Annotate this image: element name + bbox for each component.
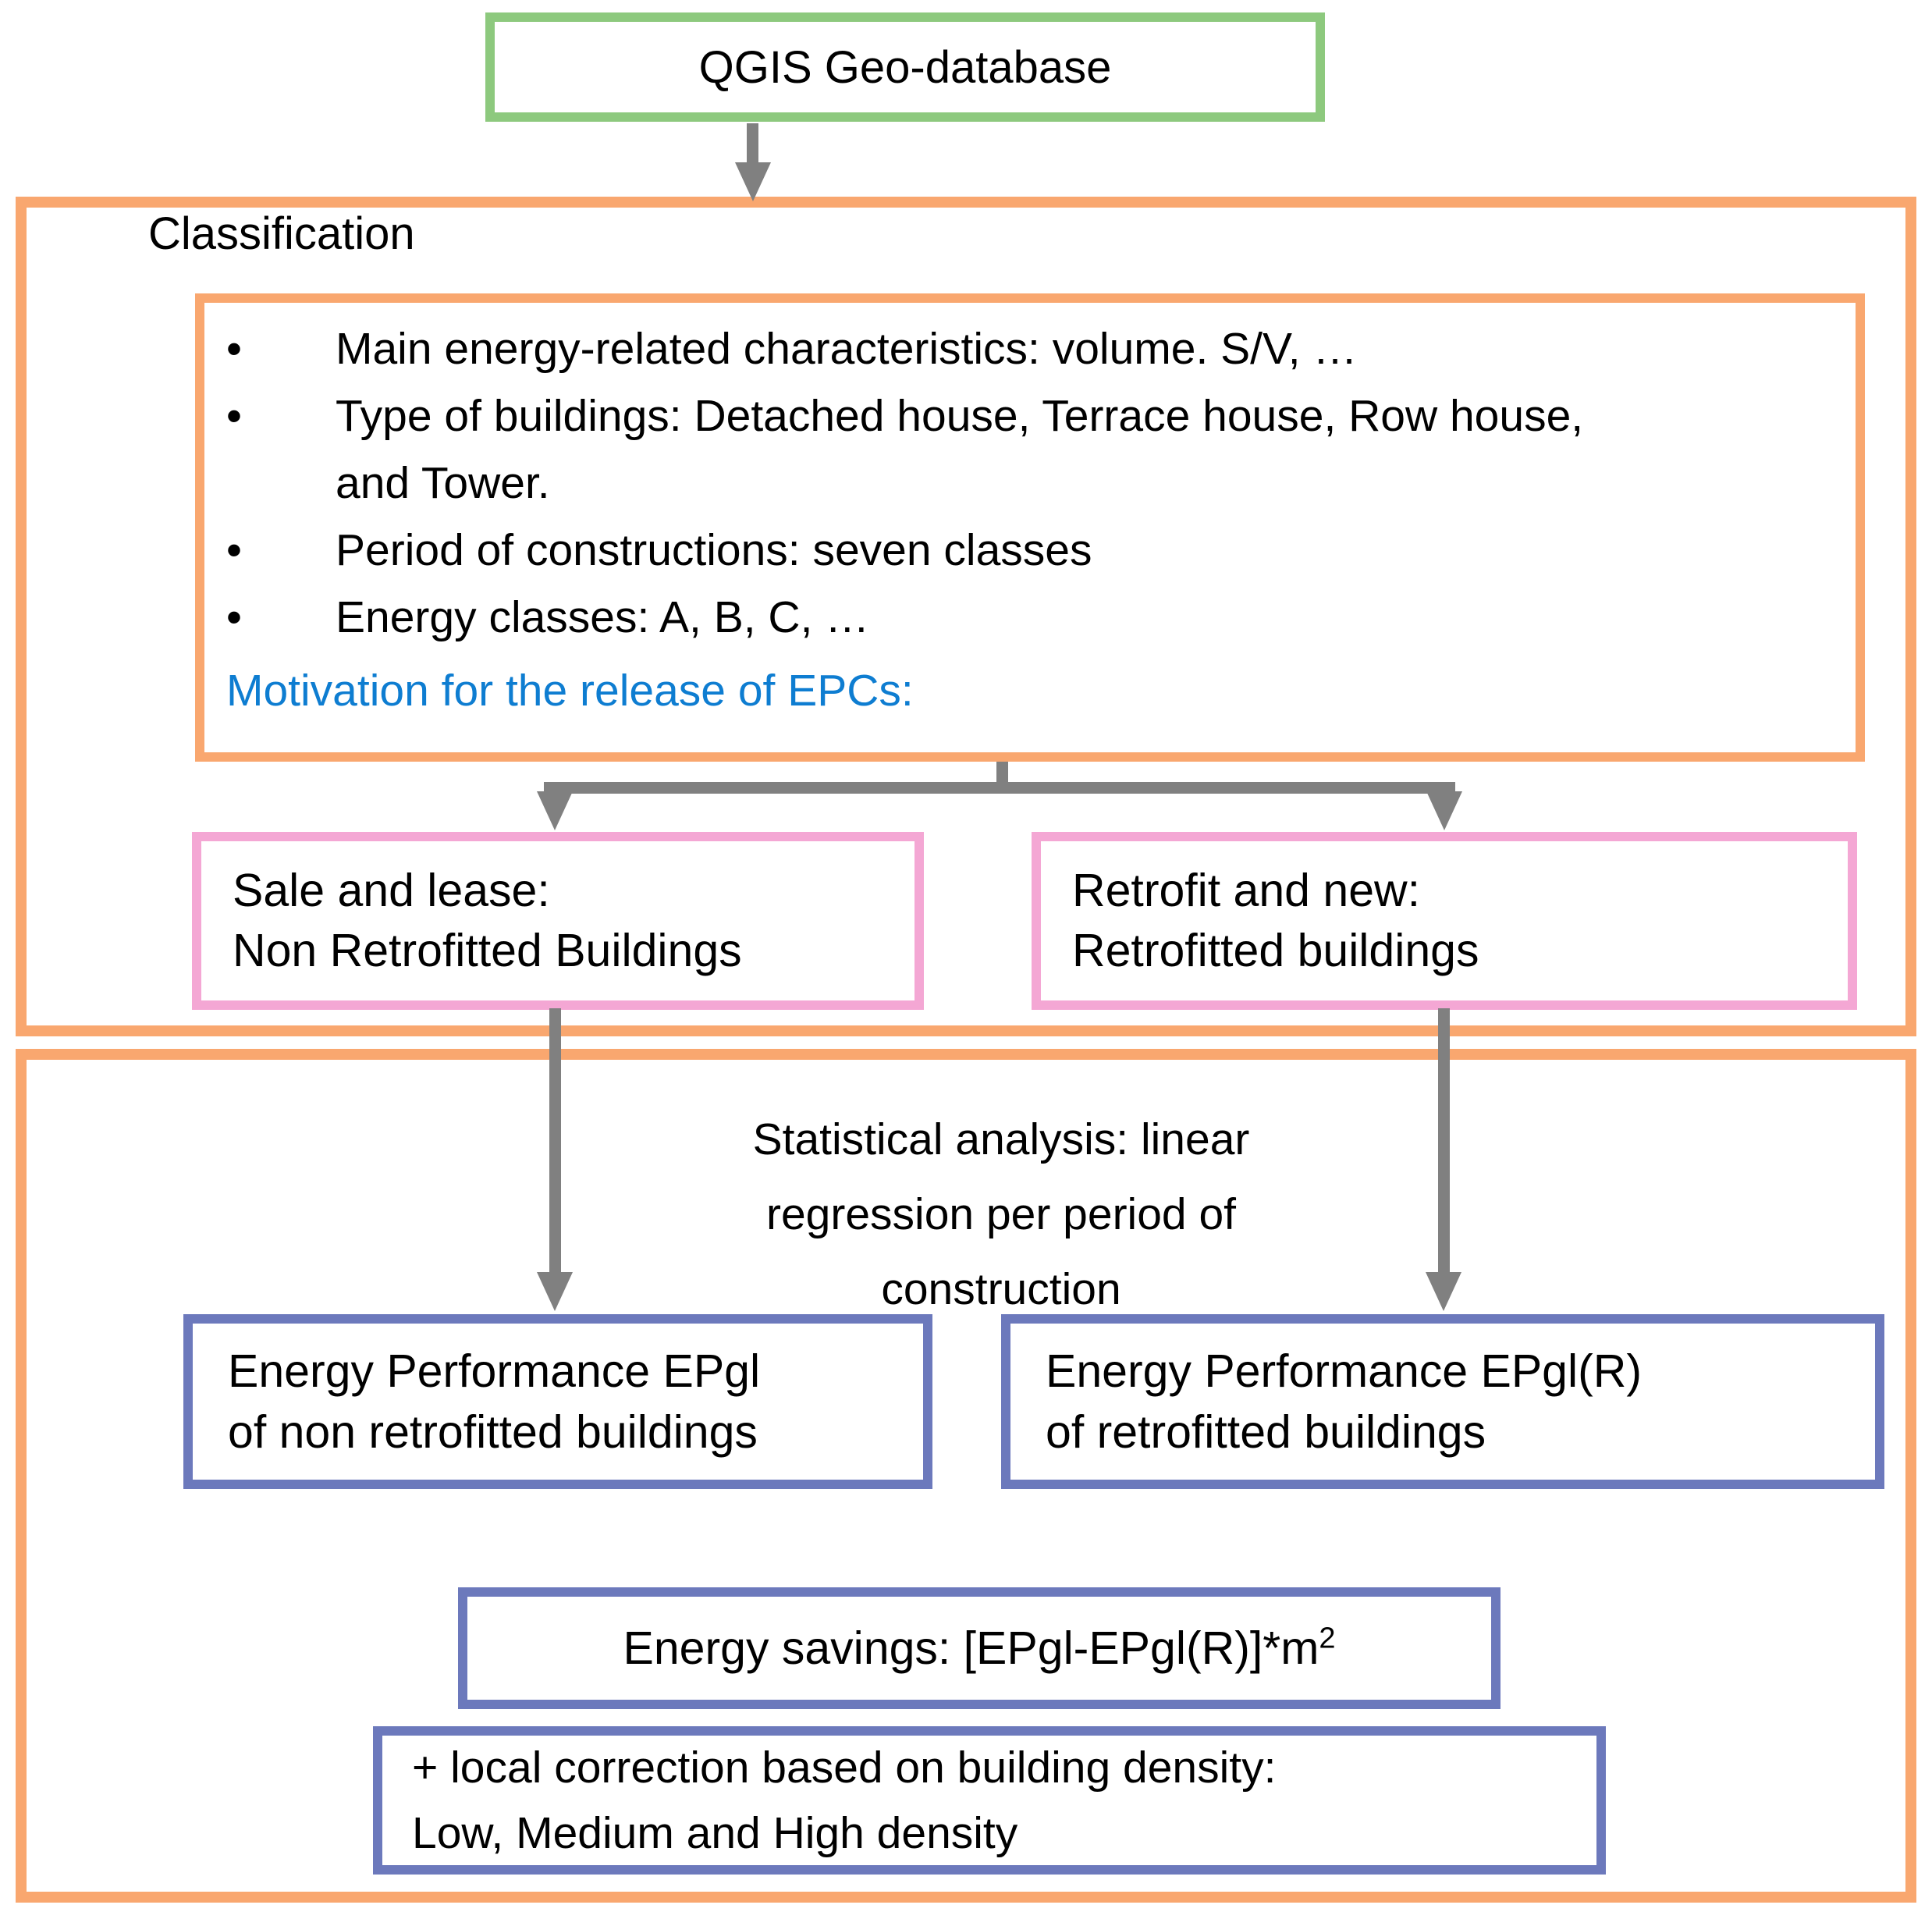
bullet-energy-classes: Energy classes: A, B, C, … [218,584,1841,651]
local-correction-line1: + local correction based on building den… [412,1743,1277,1793]
arrow-sale-to-epgl-head [537,1272,573,1311]
epgl-line1: Energy Performance EPgl [228,1345,761,1397]
retrofit-new-box: Retrofit and new: Retrofitted buildings [1032,832,1857,1010]
qgis-geodatabase-box: QGIS Geo-database [485,12,1325,122]
classification-title: Classification [148,208,415,259]
bullet-characteristics: Main energy-related characteristics: vol… [218,315,1841,382]
statistical-analysis-note: Statistical analysis: linear regression … [474,1102,1528,1327]
arrow-split-right-head [1426,791,1462,830]
sale-lease-line1: Sale and lease: [233,865,550,916]
statistical-analysis-line1: Statistical analysis: linear [752,1114,1250,1164]
energy-savings-formula: Energy savings: [EPgl-EPgl(R)]*m2 [623,1622,1336,1674]
statistical-analysis-line2: regression per period of [765,1189,1236,1239]
arrow-sale-to-epgl-stem [549,1008,561,1274]
bullet-construction-periods: Period of constructions: seven classes [218,517,1841,584]
sale-lease-box: Sale and lease: Non Retrofitted Building… [192,832,924,1010]
arrow-retrofit-to-epglr-head [1426,1272,1461,1311]
savings-superscript: 2 [1319,1622,1336,1655]
retrofit-new-line1: Retrofit and new: [1072,865,1421,916]
epgl-r-line2: of retrofitted buildings [1046,1406,1486,1458]
arrow-retrofit-to-epglr-stem [1438,1008,1450,1274]
epgl-box: Energy Performance EPgl of non retrofitt… [183,1314,932,1489]
epgl-line2: of non retrofitted buildings [228,1406,758,1458]
local-correction-box: + local correction based on building den… [373,1726,1606,1875]
motivation-text: Motivation for the release of EPCs: [226,666,914,716]
bullet-building-types: Type of buildings: Detached house, Terra… [218,382,1841,517]
epgl-r-line1: Energy Performance EPgl(R) [1046,1345,1643,1397]
local-correction-line2: Low, Medium and High density [412,1808,1018,1858]
qgis-geodatabase-label: QGIS Geo-database [698,41,1112,93]
epgl-r-box: Energy Performance EPgl(R) of retrofitte… [1001,1314,1884,1489]
arrow-geodb-to-classification-stem [747,123,758,167]
arrow-split-bar [544,782,1455,794]
energy-savings-box: Energy savings: [EPgl-EPgl(R)]*m2 [458,1587,1500,1709]
classification-bullet-list: Main energy-related characteristics: vol… [218,315,1841,651]
arrow-split-left-head [537,791,573,830]
arrow-geodb-to-classification-head [735,162,771,201]
retrofit-new-line2: Retrofitted buildings [1072,925,1479,976]
sale-lease-line2: Non Retrofitted Buildings [233,925,742,976]
statistical-analysis-line3: construction [881,1264,1121,1314]
